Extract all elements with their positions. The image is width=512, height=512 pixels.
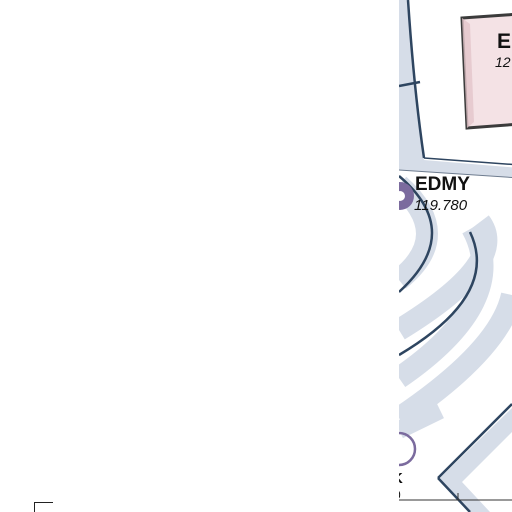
airway-arc-3 bbox=[392, 292, 512, 428]
navaid-frequency: 119.780 bbox=[414, 197, 468, 214]
airway-lower bbox=[440, 408, 512, 512]
restricted-area-code: E bbox=[497, 30, 511, 53]
restricted-area-frequency: 12 bbox=[495, 54, 511, 70]
airway-upper bbox=[398, 0, 512, 178]
navaid-ident: EDMY bbox=[415, 174, 470, 195]
restricted-area[interactable] bbox=[460, 13, 512, 130]
blank-panel bbox=[0, 0, 399, 512]
corner-mark bbox=[34, 502, 53, 512]
